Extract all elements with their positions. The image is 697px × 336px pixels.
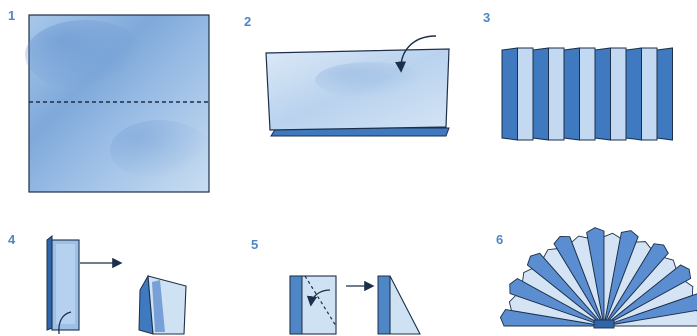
fan-handle [594,320,614,328]
step5-diagonal-fold [290,276,420,334]
pleat-panel [657,48,673,140]
step2-folded-paper [266,36,449,136]
pleat-panel [518,48,534,140]
step4-fold-strip [47,236,186,334]
pleat-panel [626,48,642,140]
pleat-panel [642,48,658,140]
pleat-panel [502,48,518,140]
step6-paper-fan [500,228,697,328]
step1-square-paper [25,15,210,192]
pleat-panel [595,48,611,140]
pleat-panel [549,48,565,140]
pleat-panel [580,48,596,140]
pleat-panel [564,48,580,140]
step3-accordion-pleats [502,48,673,140]
pleat-panel [611,48,627,140]
pleat-panel [533,48,549,140]
